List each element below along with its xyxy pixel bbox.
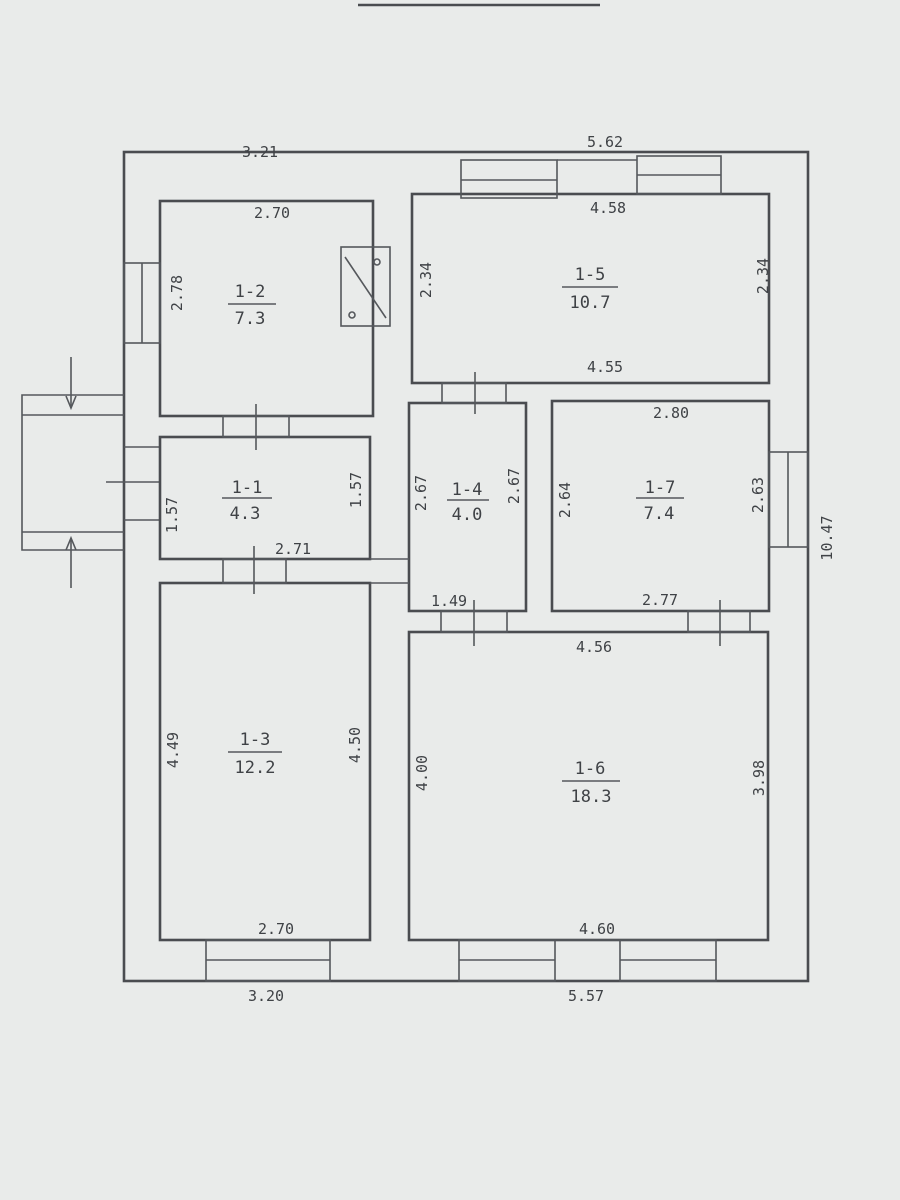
- room-area: 7.4: [644, 504, 675, 524]
- dim-right: 3.98: [750, 760, 768, 796]
- dim-right: 4.50: [346, 727, 364, 763]
- entrance-porch: [21, 357, 160, 588]
- dim-bottom: 2.70: [258, 920, 294, 938]
- room-id: 1-5: [575, 265, 606, 285]
- outer-wall-outline: [122, 150, 810, 983]
- room-area: 7.3: [235, 309, 266, 329]
- room-outline-1-6: [407, 630, 770, 942]
- dim-right: 2.67: [505, 468, 523, 504]
- dim-bottom: 4.55: [587, 358, 623, 376]
- room-id: 1-1: [232, 478, 263, 498]
- dim-right: 1.57: [347, 472, 365, 508]
- room-area: 18.3: [571, 787, 612, 807]
- room-1-7: 1-7 7.4 2.80 2.77 2.64 2.63: [556, 404, 767, 609]
- dim-right: 2.34: [754, 258, 772, 294]
- door-1-2-to-1-1: [222, 404, 290, 450]
- outer-dim-bottom-right: 5.57: [568, 987, 604, 1005]
- dim-left: 2.67: [412, 475, 430, 511]
- dim-left: 1.57: [163, 497, 181, 533]
- room-area: 12.2: [235, 758, 276, 778]
- room-1-4: 1-4 4.0 2.67 2.67 1.49: [412, 468, 523, 610]
- window-left-wall: [123, 262, 161, 344]
- room-id: 1-2: [235, 282, 266, 302]
- dim-bottom: 4.60: [579, 920, 615, 938]
- door-1-4-to-1-6: [440, 600, 508, 646]
- window-right-wall: [768, 451, 809, 548]
- door-1-1-to-1-3: [222, 546, 287, 594]
- room-1-2: 1-2 7.3 2.70 2.78: [168, 204, 290, 329]
- room-id: 1-6: [575, 759, 606, 779]
- dim-right: 2.63: [749, 477, 767, 513]
- room-area: 10.7: [570, 293, 611, 313]
- dim-left: 4.49: [164, 732, 182, 768]
- window-top-right: [636, 155, 722, 195]
- window-top-left: [460, 159, 558, 199]
- outer-dim-top-left: 3.21: [242, 143, 278, 161]
- dim-left: 2.78: [168, 275, 186, 311]
- dim-left: 2.64: [556, 482, 574, 518]
- room-area: 4.3: [230, 504, 261, 524]
- outer-dim-top-right: 5.62: [587, 133, 623, 151]
- outer-dim-right-side: 10.47: [818, 515, 836, 560]
- dim-top: 2.70: [254, 204, 290, 222]
- room-id: 1-3: [240, 730, 271, 750]
- window-bottom-right: [619, 939, 717, 982]
- room-outline-1-5: [410, 192, 771, 385]
- dim-top: 2.80: [653, 404, 689, 422]
- dim-bottom: 2.71: [275, 540, 311, 558]
- room-area: 4.0: [452, 505, 483, 525]
- dim-left: 4.00: [413, 755, 431, 791]
- dim-top: 4.56: [576, 638, 612, 656]
- door-1-5-to-1-4: [441, 372, 507, 414]
- dim-top: 4.58: [590, 199, 626, 217]
- dim-bottom: 2.77: [642, 591, 678, 609]
- stove-icon: [340, 246, 391, 327]
- outer-dim-bottom-left: 3.20: [248, 987, 284, 1005]
- dim-left: 2.34: [417, 262, 435, 298]
- window-bottom-left: [205, 939, 331, 982]
- door-1-7-to-1-6: [687, 600, 751, 646]
- room-id: 1-7: [645, 478, 676, 498]
- dim-bottom: 1.49: [431, 592, 467, 610]
- room-1-1: 1-1 4.3 1.57 1.57 2.71: [163, 472, 365, 558]
- room-1-3: 1-3 12.2 4.49 4.50 2.70: [164, 727, 364, 938]
- room-1-6: 1-6 18.3 4.56 4.60 4.00 3.98: [413, 638, 768, 938]
- window-bottom-mid: [458, 939, 556, 982]
- room-1-5: 1-5 10.7 4.58 4.55 2.34 2.34: [417, 199, 772, 376]
- room-id: 1-4: [452, 480, 483, 500]
